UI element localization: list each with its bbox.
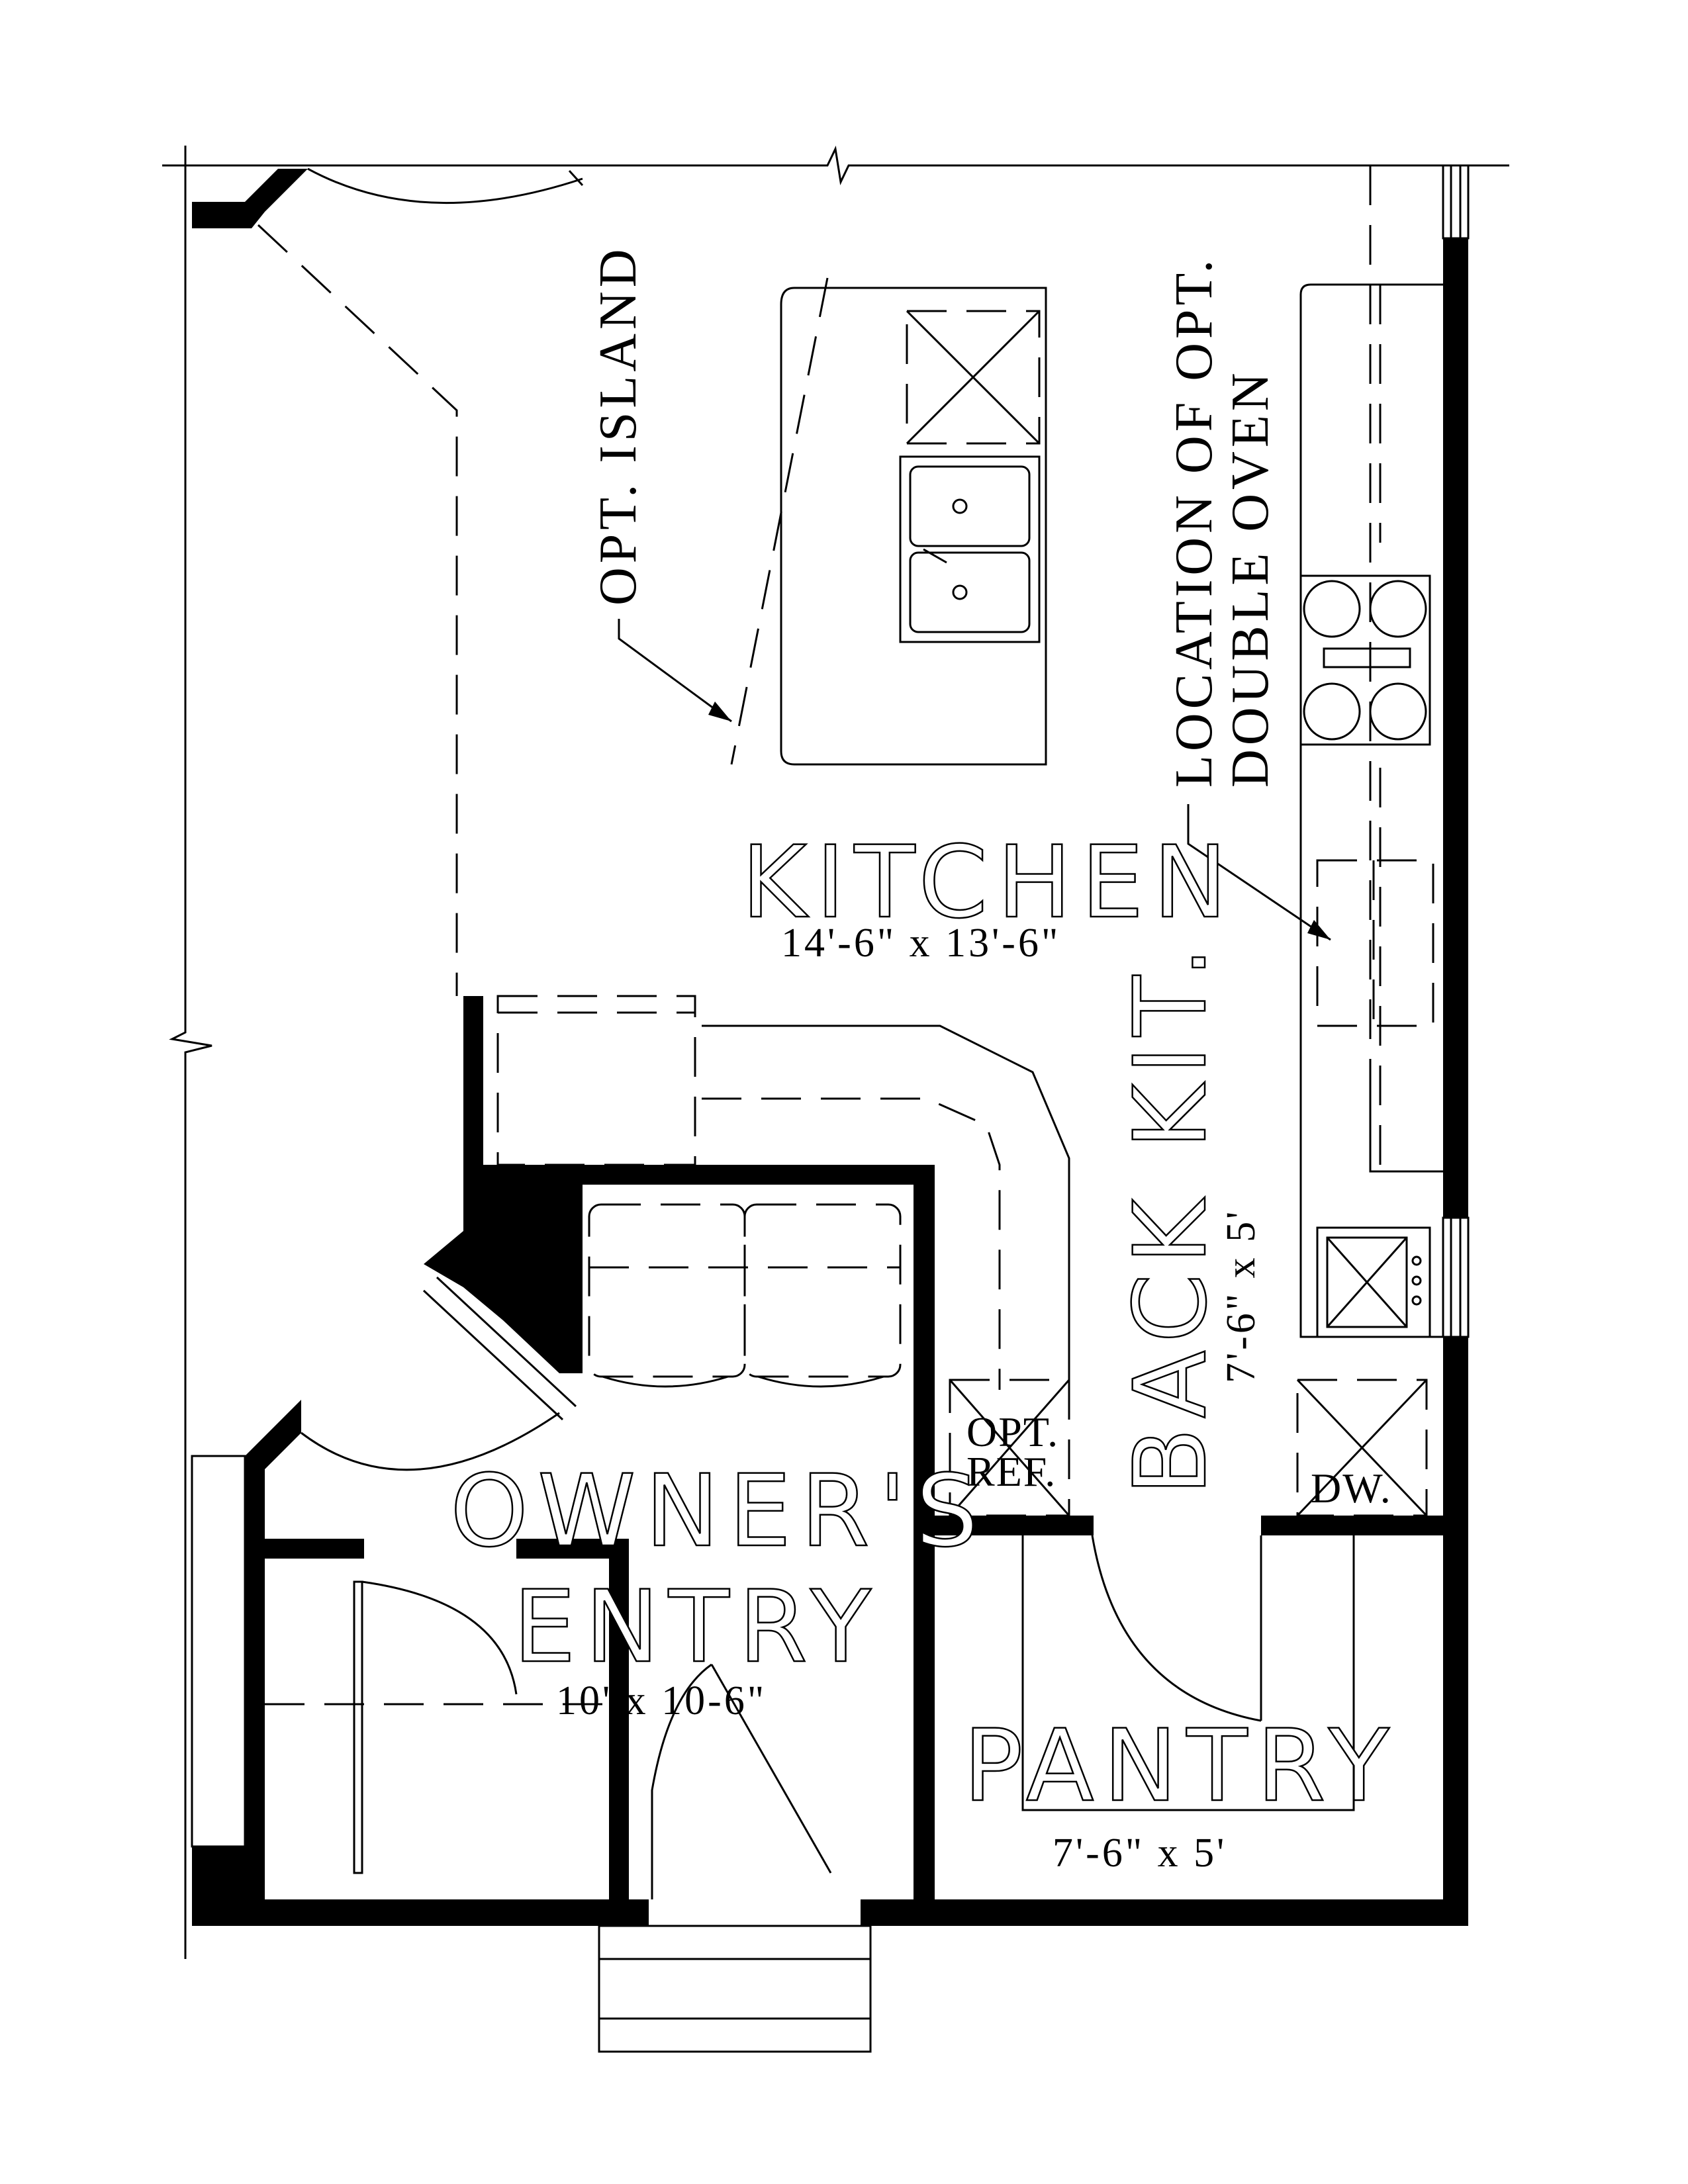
dishwasher-icon (1296, 1379, 1428, 1517)
windows (191, 164, 1470, 1848)
opt-ref-label-line1: OPT. (966, 1408, 1059, 1455)
refrigerator-icon (949, 1379, 1070, 1517)
pantry-dims: 7'-6" x 5' (1053, 1831, 1227, 1876)
upper-cabinet-icon (496, 995, 696, 1166)
kitchen-boundaries (257, 165, 1443, 1173)
reference-lines (162, 146, 1509, 1959)
doors (301, 167, 1262, 2053)
back-kitchen-label: BACK KIT. (1113, 937, 1229, 1496)
counters (702, 283, 1443, 1390)
back-kitchen-dims: 7'-6" x 5' (1219, 1209, 1264, 1383)
double-oven-note-line2: DOUBLE OVEN (1221, 369, 1280, 788)
double-oven-note-line1: LOCATION OF OPT. (1165, 256, 1223, 788)
leader-arrows (618, 619, 1331, 941)
owners-entry-label-line2: ENTRY (513, 1570, 880, 1685)
dishwasher-label: DW. (1311, 1465, 1392, 1512)
double-oven-icon (1316, 859, 1434, 1027)
kitchen-label: KITCHEN (741, 825, 1237, 940)
shelves (265, 1535, 1355, 1811)
kitchen-dims: 14'-6" x 13'-6" (781, 921, 1060, 966)
opt-ref-label-line2: REF. (966, 1448, 1056, 1495)
pantry-label: PANTRY (963, 1709, 1399, 1824)
back-kitchen-sink-icon (1316, 1226, 1431, 1338)
owners-entry-label-line1: OWNER'S (450, 1454, 988, 1569)
walls (192, 169, 1468, 1926)
island-icon (730, 277, 1047, 766)
range-icon (1299, 574, 1431, 746)
washer-dryer-icon (588, 1203, 902, 1388)
opt-island-note: OPT. ISLAND (589, 245, 647, 606)
owners-entry-dims: 10' x 10-6" (556, 1678, 767, 1723)
